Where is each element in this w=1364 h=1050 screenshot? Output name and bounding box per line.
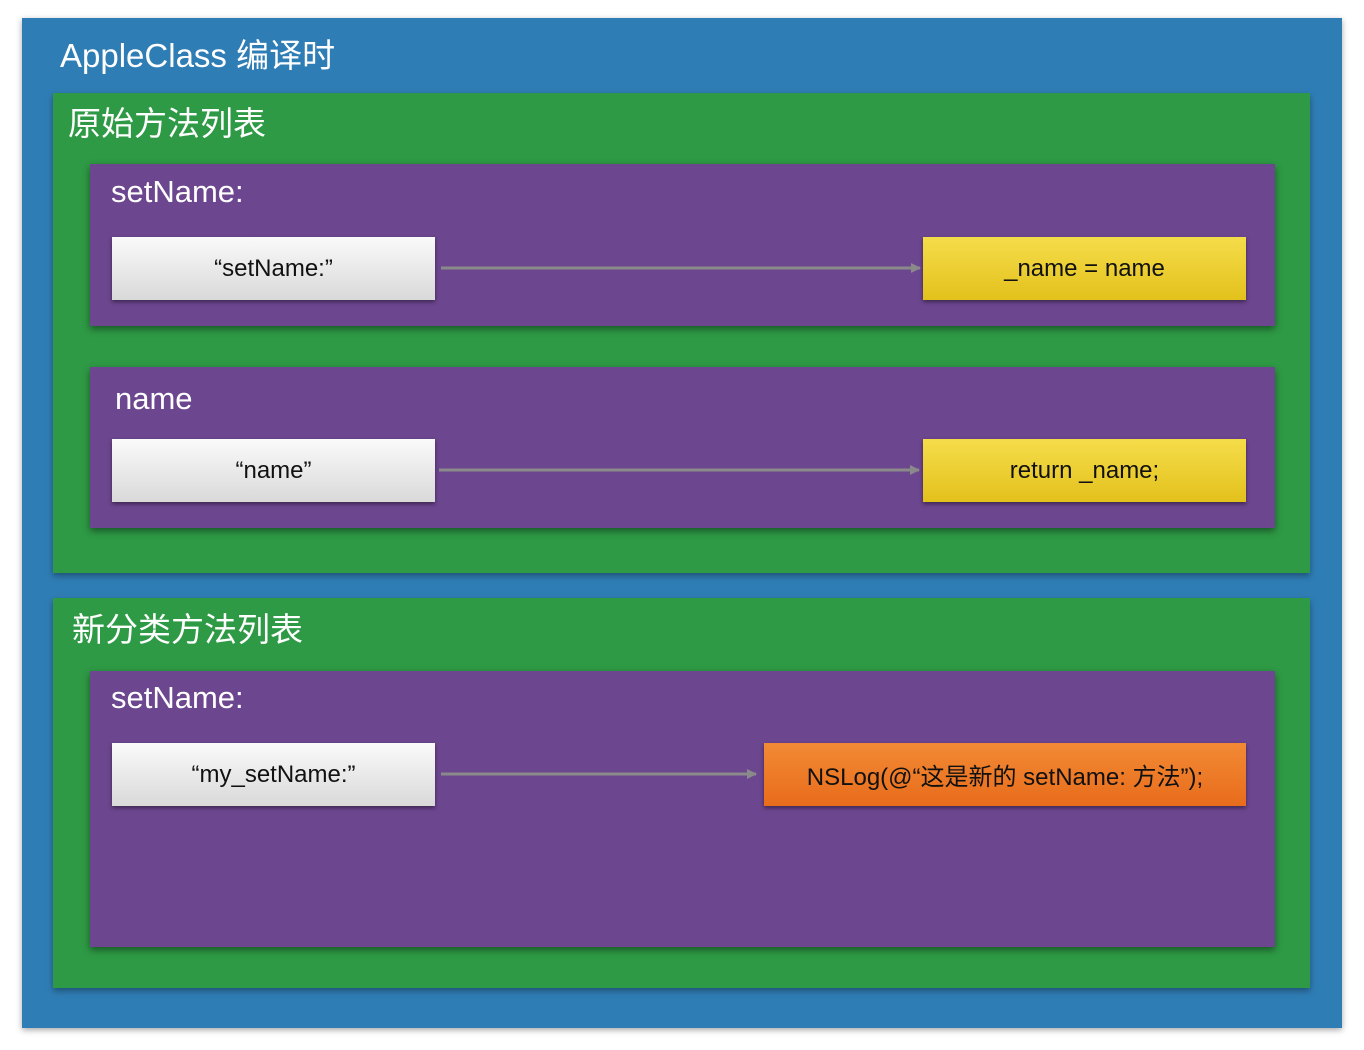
imp-box: return _name; [923, 439, 1246, 502]
imp-box: NSLog(@“这是新的 setName: 方法”); [764, 743, 1246, 806]
method-name-label: setName: [111, 174, 244, 209]
method-name-label: setName: [111, 680, 244, 715]
imp-box: _name = name [923, 237, 1246, 300]
category-method-list-title: 新分类方法列表 [72, 611, 303, 648]
selector-box: “setName:” [112, 237, 435, 300]
selector-box: “name” [112, 439, 435, 502]
method-name-label: name [115, 381, 193, 416]
original-method-list-title: 原始方法列表 [68, 105, 266, 142]
selector-box: “my_setName:” [112, 743, 435, 806]
method-setname [90, 671, 1275, 947]
class-title: AppleClass 编译时 [60, 37, 336, 74]
